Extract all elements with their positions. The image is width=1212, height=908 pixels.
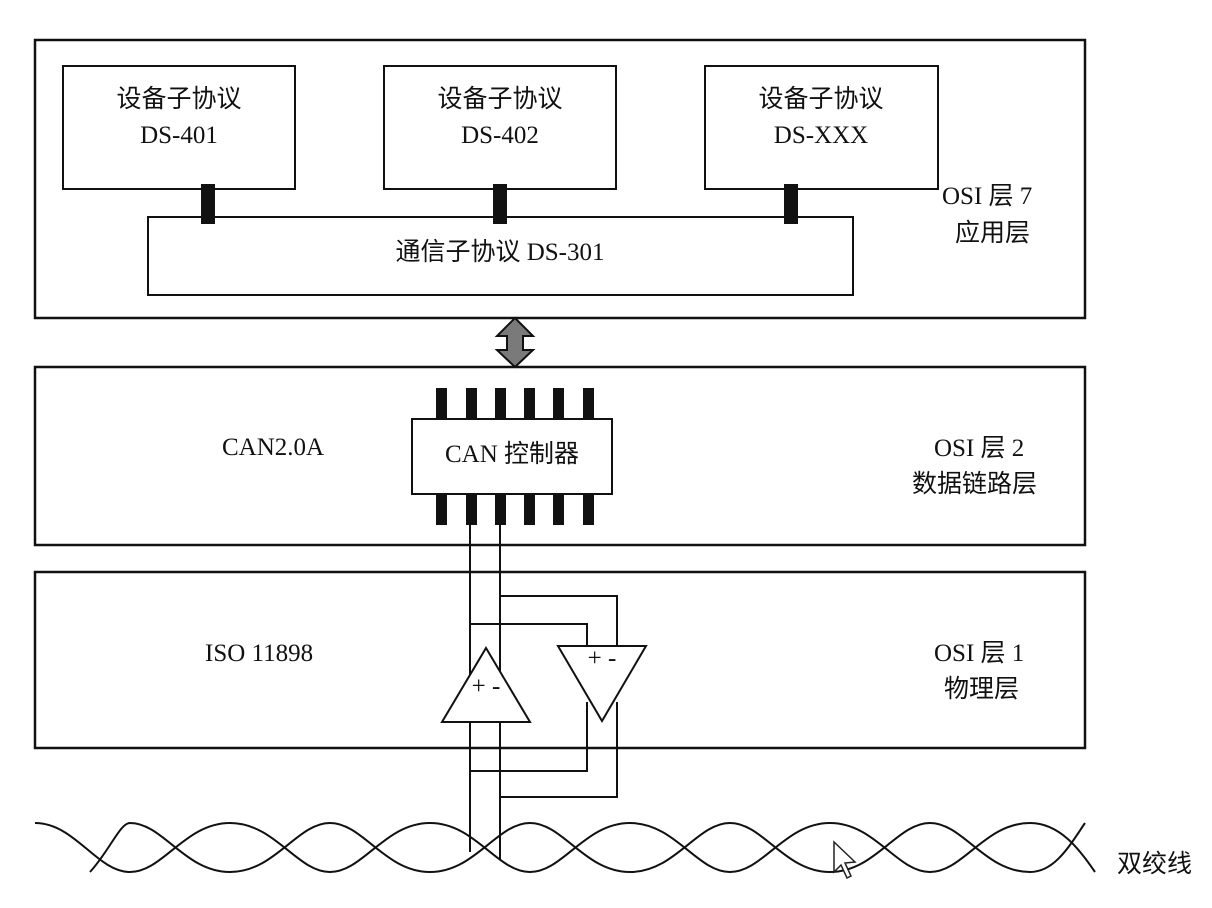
device-profile-401-title: 设备子协议 xyxy=(116,85,241,113)
application-layer-name: 应用层 xyxy=(955,220,1031,247)
profile-connector-402 xyxy=(493,184,507,224)
device-profile-401-code: DS-401 xyxy=(140,122,218,149)
twisted-pair-wire-a xyxy=(34,821,1096,874)
can-standard-label: CAN2.0A xyxy=(222,434,325,461)
mouse-cursor-icon xyxy=(833,840,857,880)
osi-layer2-label: OSI 层 2 xyxy=(934,435,1025,462)
chip-pins-bottom xyxy=(436,491,594,525)
physical-layer-box xyxy=(33,570,1087,750)
device-profile-xxx-code: DS-XXX xyxy=(774,122,868,149)
can-driver-amplifier xyxy=(440,646,532,723)
comm-profile-box xyxy=(147,216,854,296)
device-profile-402-code: DS-402 xyxy=(461,122,539,149)
device-profile-box-xxx xyxy=(704,65,939,190)
osi-layer1-label: OSI 层 1 xyxy=(934,640,1025,667)
profile-connector-401 xyxy=(201,184,215,224)
datalink-layer-box xyxy=(33,365,1087,547)
datalink-layer-name: 数据链路层 xyxy=(912,471,1038,498)
device-profile-xxx-title: 设备子协议 xyxy=(758,85,883,113)
twisted-pair-wire-b xyxy=(89,821,1086,874)
device-profile-box-401 xyxy=(62,65,296,190)
physical-standard-label: ISO 11898 xyxy=(205,640,314,667)
bidirectional-arrow-icon xyxy=(494,316,536,369)
can-receiver-amplifier xyxy=(556,645,648,723)
twisted-pair-label: 双绞线 xyxy=(1117,851,1193,878)
driver-amplifier-signs: + - xyxy=(472,673,501,700)
chip-pins-top xyxy=(436,388,594,422)
can-controller-chip xyxy=(411,418,613,495)
comm-profile-label: 通信子协议 DS-301 xyxy=(395,238,604,266)
receiver-amplifier-signs: + - xyxy=(588,645,617,672)
physical-layer-name: 物理层 xyxy=(944,676,1020,703)
profile-connector-xxx xyxy=(784,184,798,224)
device-profile-402-title: 设备子协议 xyxy=(437,85,562,113)
can-controller-label: CAN 控制器 xyxy=(445,440,579,468)
osi-layer7-label: OSI 层 7 xyxy=(942,183,1033,210)
application-layer-box xyxy=(33,38,1087,320)
